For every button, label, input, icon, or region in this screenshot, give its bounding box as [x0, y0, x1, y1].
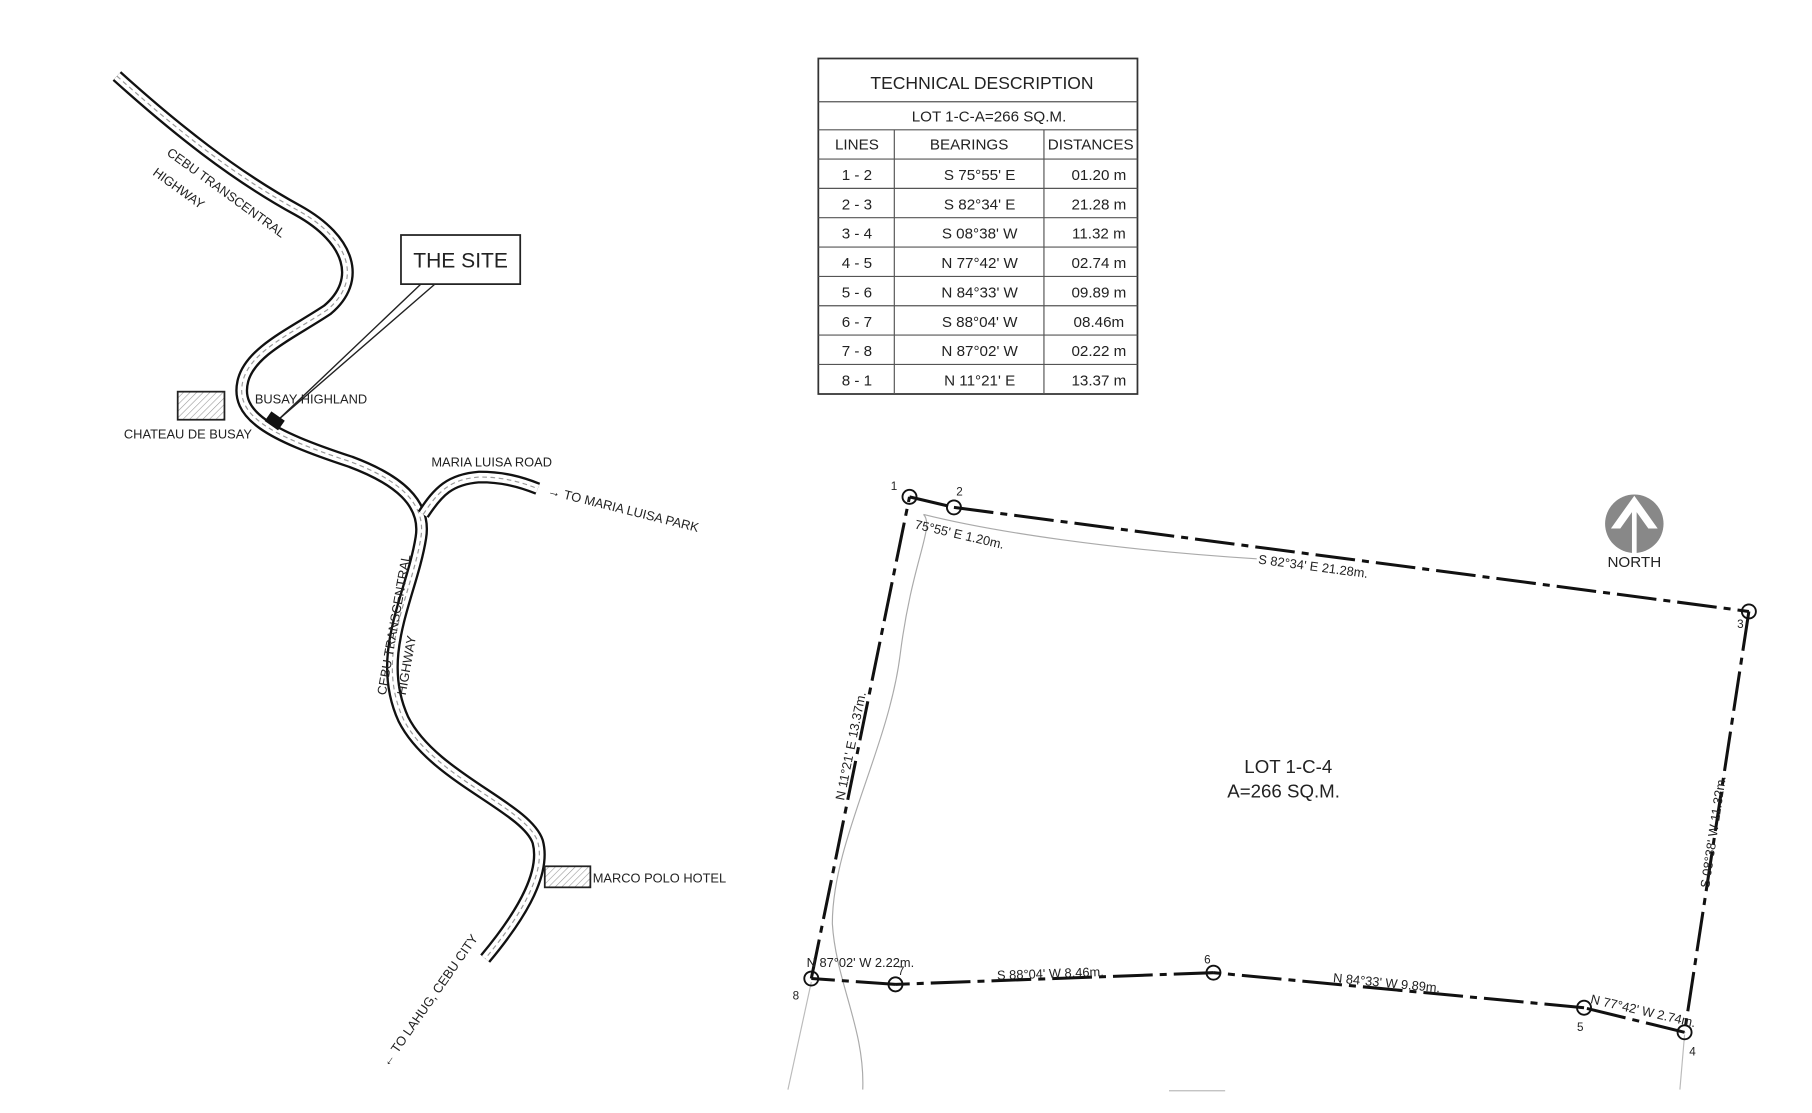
lot-corners: 1 2 3 4 5 6 7 8 — [793, 480, 1757, 1059]
line-label-2-3: S 82°34' E 21.28m. — [1257, 552, 1368, 581]
cell-bearing: S 82°34' E — [944, 196, 1015, 213]
line-label-6-7: S 88°04' W 8.46m. — [997, 964, 1104, 983]
table-row: 4 - 5 N 77°42' W 02.74 m — [842, 255, 1127, 272]
corner-marker — [1576, 999, 1592, 1016]
boundary-line-4-5 — [1583, 1006, 1685, 1034]
corner-marker — [887, 976, 904, 993]
corner-label: 7 — [898, 965, 905, 978]
cell-bearing: N 77°42' W — [941, 255, 1018, 272]
line-label-3-4: S 08°38' W 11.32m. — [1697, 775, 1729, 889]
table-row: 6 - 7 S 88°04' W 08.46m — [842, 314, 1125, 331]
cell-bearing: N 11°21' E — [944, 372, 1015, 389]
cell-line: 4 - 5 — [842, 255, 872, 272]
cell-distance: 21.28 m — [1071, 196, 1126, 213]
boundary-line-8-1 — [809, 496, 911, 979]
corner-label: 1 — [891, 480, 898, 493]
cell-distance: 02.74 m — [1071, 255, 1126, 272]
corner-label: 4 — [1689, 1046, 1696, 1059]
to-maria-luisa-park-label: → TO MARIA LUISA PARK — [546, 483, 701, 535]
busay-highland-label: BUSAY HIGHLAND — [255, 391, 367, 406]
to-lahug-label: ← TO LAHUG, CEBU CITY — [378, 931, 481, 1069]
header-distances: DISTANCES — [1048, 137, 1134, 154]
cell-distance: 13.37 m — [1071, 372, 1126, 389]
the-site-label: THE SITE — [413, 250, 508, 273]
existing-boundary-line-top — [923, 513, 1257, 560]
lot-boundary — [809, 495, 1751, 1034]
site-marker — [264, 411, 285, 431]
cell-bearing: N 87°02' W — [941, 343, 1018, 360]
boundary-line-7-8 — [811, 977, 896, 986]
cell-line: 1 - 2 — [842, 167, 872, 184]
corner-label: 5 — [1577, 1021, 1584, 1034]
corner-marker — [945, 499, 962, 516]
adjacent-line — [787, 981, 812, 1090]
existing-boundary-line — [831, 514, 928, 1090]
boundary-line-5-6 — [1213, 971, 1585, 1010]
cell-distance: 02.22 m — [1071, 343, 1126, 360]
corner-marker — [1740, 603, 1757, 620]
line-label-7-8: N 87°02' W 2.22m. — [807, 955, 915, 970]
lot-name: LOT 1-C-4 — [1244, 756, 1332, 777]
table-subtitle: LOT 1-C-A=266 SQ.M. — [912, 109, 1067, 126]
the-site-callout: THE SITE — [276, 234, 522, 422]
north-arrow-icon — [1605, 494, 1664, 553]
header-bearings: BEARINGS — [930, 137, 1009, 154]
adjacent-line — [1679, 1034, 1686, 1090]
lot-area: A=266 SQ.M. — [1227, 780, 1340, 801]
cell-line: 3 - 4 — [842, 226, 872, 243]
boundary-line-3-4 — [1683, 611, 1751, 1033]
cell-distance: 01.20 m — [1071, 167, 1126, 184]
cell-line: 7 - 8 — [842, 343, 872, 360]
boundary-line-6-7 — [895, 971, 1214, 986]
table-title: TECHNICAL DESCRIPTION — [870, 73, 1093, 93]
cell-bearing: S 08°38' W — [942, 226, 1018, 243]
corner-marker — [1676, 1024, 1693, 1041]
boundary-line-2-3 — [953, 505, 1750, 613]
table-row: 7 - 8 N 87°02' W 02.22 m — [842, 343, 1127, 360]
marco-polo-label: MARCO POLO HOTEL — [593, 871, 726, 886]
cell-line: 8 - 1 — [842, 372, 872, 389]
table-row: 3 - 4 S 08°38' W 11.32 m — [842, 226, 1126, 243]
corner-marker — [901, 488, 918, 505]
maria-luisa-road-label: MARIA LUISA ROAD — [431, 454, 552, 469]
cell-distance: 08.46m — [1074, 314, 1125, 331]
cell-distance: 11.32 m — [1072, 226, 1126, 243]
line-label-5-6: N 84°33' W 9.89m. — [1332, 970, 1440, 995]
cell-distance: 09.89 m — [1071, 284, 1126, 301]
cell-line: 2 - 3 — [842, 196, 872, 213]
vicinity-map: THE SITE BUSAY HIGHLAND CHATEAU DE BUSAY… — [112, 71, 726, 1069]
chateau-label: CHATEAU DE BUSAY — [124, 426, 252, 441]
cell-bearing: S 75°55' E — [944, 167, 1015, 184]
line-label-4-5: N 77°42' W 2.74m. — [1589, 991, 1697, 1030]
cell-bearing: S 88°04' W — [942, 314, 1018, 331]
chateau-building — [176, 390, 226, 421]
table-row: 8 - 1 N 11°21' E 13.37 m — [842, 372, 1127, 389]
corner-label: 6 — [1204, 953, 1211, 966]
technical-description-table: TECHNICAL DESCRIPTION LOT 1-C-A=266 SQ.M… — [817, 57, 1139, 395]
corner-label: 8 — [793, 990, 800, 1003]
corner-label: 3 — [1737, 618, 1744, 631]
cell-bearing: N 84°33' W — [941, 284, 1018, 301]
north-label: NORTH — [1607, 554, 1661, 571]
cebu-transcentral-highway — [112, 71, 546, 963]
corner-marker — [1205, 964, 1222, 981]
maria-luisa-road — [417, 470, 541, 518]
marco-polo-building — [543, 865, 592, 889]
cell-line: 6 - 7 — [842, 314, 872, 331]
cell-line: 5 - 6 — [842, 284, 872, 301]
corner-marker — [803, 970, 820, 987]
header-lines: LINES — [835, 137, 879, 154]
table-body: 1 - 2 S 75°55' E 01.20 m 2 - 3 S 82°34' E 21.… — [818, 158, 1138, 389]
table-row: 1 - 2 S 75°55' E 01.20 m — [842, 167, 1127, 184]
corner-label: 2 — [956, 486, 963, 499]
table-row: 5 - 6 N 84°33' W 09.89 m — [842, 284, 1127, 301]
table-row: 2 - 3 S 82°34' E 21.28 m — [842, 196, 1127, 213]
